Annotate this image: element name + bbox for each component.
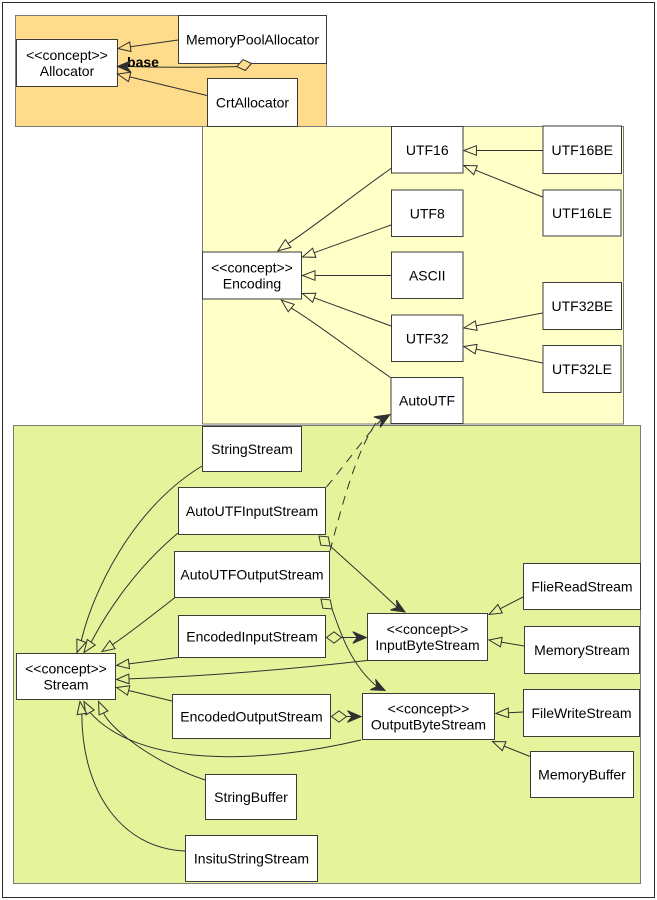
- svg-text:base: base: [127, 54, 159, 70]
- svg-text:UTF32LE: UTF32LE: [552, 361, 612, 377]
- svg-text:UTF16: UTF16: [406, 142, 449, 158]
- svg-text:CrtAllocator: CrtAllocator: [216, 95, 289, 111]
- svg-text:UTF32: UTF32: [406, 330, 449, 346]
- svg-text:FlieReadStream: FlieReadStream: [531, 579, 632, 595]
- svg-text:EncodedInputStream: EncodedInputStream: [186, 629, 318, 645]
- svg-text:UTF16LE: UTF16LE: [552, 205, 612, 221]
- svg-text:FileWriteStream: FileWriteStream: [531, 705, 631, 721]
- svg-text:<<concept>>: <<concept>>: [26, 47, 108, 63]
- svg-text:<<concept>>: <<concept>>: [25, 661, 107, 677]
- svg-text:StringStream: StringStream: [211, 441, 293, 457]
- svg-text:StringBuffer: StringBuffer: [214, 789, 288, 805]
- svg-text:AutoUTF: AutoUTF: [399, 393, 455, 409]
- svg-text:ASCII: ASCII: [409, 267, 446, 283]
- svg-text:<<concept>>: <<concept>>: [387, 621, 469, 637]
- svg-text:AutoUTFInputStream: AutoUTFInputStream: [186, 503, 318, 519]
- svg-text:UTF8: UTF8: [410, 205, 445, 221]
- svg-text:InputByteStream: InputByteStream: [375, 637, 479, 653]
- svg-text:MemoryBuffer: MemoryBuffer: [538, 767, 626, 783]
- svg-text:<<concept>>: <<concept>>: [211, 260, 293, 276]
- svg-text:UTF16BE: UTF16BE: [552, 142, 613, 158]
- svg-text:<<concept>>: <<concept>>: [388, 701, 470, 717]
- svg-text:Encoding: Encoding: [223, 276, 281, 292]
- svg-text:EncodedOutputStream: EncodedOutputStream: [180, 709, 322, 725]
- svg-text:Allocator: Allocator: [40, 63, 95, 79]
- svg-text:Stream: Stream: [43, 677, 88, 693]
- svg-text:OutputByteStream: OutputByteStream: [371, 717, 486, 733]
- svg-text:InsituStringStream: InsituStringStream: [194, 851, 309, 867]
- svg-text:MemoryPoolAllocator: MemoryPoolAllocator: [186, 32, 319, 48]
- svg-text:MemoryStream: MemoryStream: [534, 642, 630, 658]
- svg-text:UTF32BE: UTF32BE: [552, 298, 613, 314]
- svg-text:AutoUTFOutputStream: AutoUTFOutputStream: [180, 567, 323, 583]
